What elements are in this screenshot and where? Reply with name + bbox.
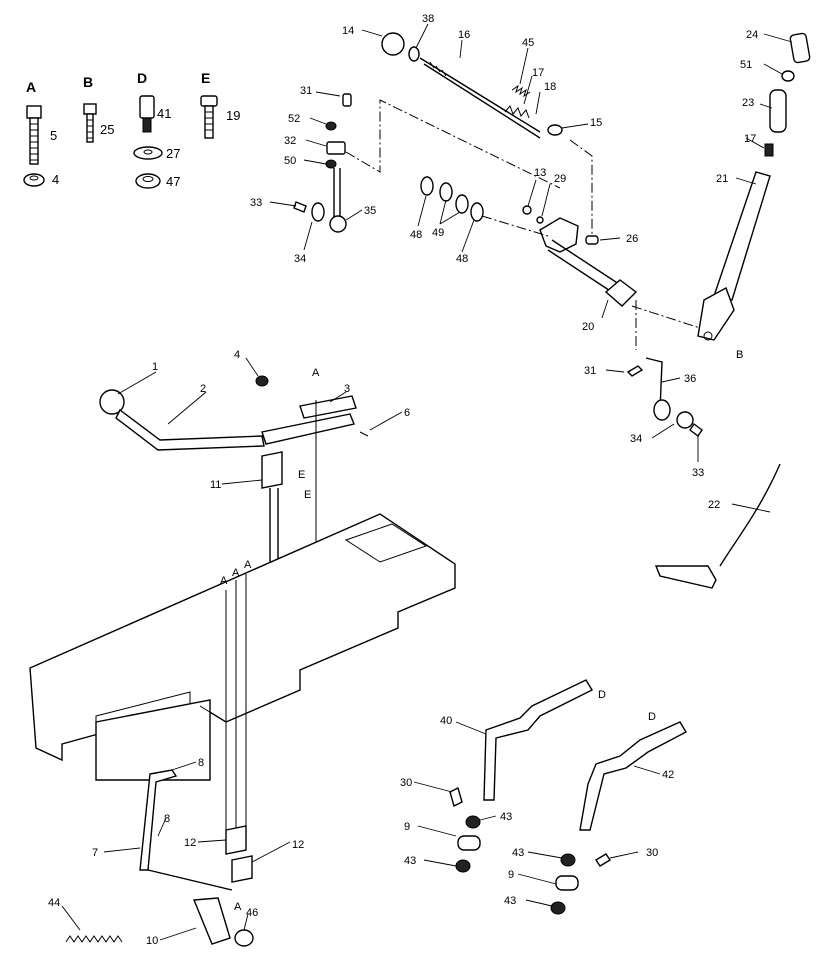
callout-17-top: 17 (532, 67, 544, 79)
callout-46: 46 (246, 907, 258, 919)
callout-18: 18 (544, 81, 556, 93)
callout-4: 4 (234, 349, 240, 361)
ref-e-lower: E (304, 489, 311, 501)
callout-7: 7 (92, 847, 98, 859)
key-letter-e: E (201, 70, 210, 86)
vertical-link-assembly (65, 574, 254, 947)
lower-lift-arms (449, 679, 687, 915)
key-b-top-number: 25 (100, 122, 114, 137)
callout-29: 29 (554, 173, 566, 185)
ref-d-left: D (598, 689, 606, 701)
rod-22 (654, 463, 781, 589)
callout-2: 2 (200, 383, 206, 395)
callout-labels: 14 38 16 45 17 18 15 24 51 23 17 21 31 5… (48, 13, 758, 947)
bolt-a-icon (26, 105, 42, 165)
callout-32: 32 (284, 135, 296, 147)
reference-letters: A B E E A A A A D D (220, 349, 743, 913)
callout-23: 23 (742, 97, 754, 109)
callout-30-right: 30 (646, 847, 658, 859)
key-letter-b: B (83, 74, 93, 90)
bolt-b-icon (83, 103, 97, 143)
callout-9-right: 9 (508, 869, 514, 881)
callout-43-b: 43 (404, 855, 416, 867)
bolt-e-icon (200, 95, 218, 139)
ref-e-upper: E (298, 469, 305, 481)
callout-12-left: 12 (184, 837, 196, 849)
callout-16: 16 (458, 29, 470, 41)
callout-17-right: 17 (744, 133, 756, 145)
callout-48-right: 48 (456, 253, 468, 265)
handle-knob-icon (99, 389, 125, 415)
callout-33-right: 33 (692, 467, 704, 479)
callout-26: 26 (626, 233, 638, 245)
callout-24: 24 (746, 29, 758, 41)
lift-handle-assembly (99, 375, 369, 451)
callout-20: 20 (582, 321, 594, 333)
lift-shaft-assembly (345, 32, 701, 350)
callout-13: 13 (534, 167, 546, 179)
callout-42: 42 (662, 769, 674, 781)
callout-51: 51 (740, 59, 752, 71)
callout-48-left: 48 (410, 229, 422, 241)
callout-10: 10 (146, 935, 158, 947)
right-lever-assembly (697, 32, 811, 341)
callout-30-left: 30 (400, 777, 412, 789)
callout-34-right: 34 (630, 433, 642, 445)
right-link-assembly (626, 357, 703, 438)
key-letter-a: A (26, 79, 36, 95)
key-a-top-number: 5 (50, 128, 57, 143)
callout-3: 3 (344, 383, 350, 395)
callout-34-left: 34 (294, 253, 306, 265)
key-e-top-number: 19 (226, 108, 240, 123)
left-link-assembly (293, 93, 352, 233)
ref-a-right: A (244, 559, 252, 571)
callout-35: 35 (364, 205, 376, 217)
callout-22: 22 (708, 499, 720, 511)
callout-12-right: 12 (292, 839, 304, 851)
ref-a-top: A (312, 367, 320, 379)
nut-a-icon (23, 173, 45, 187)
callout-40: 40 (440, 715, 452, 727)
callout-33-left: 33 (250, 197, 262, 209)
callout-43-c: 43 (512, 847, 524, 859)
frame (29, 513, 456, 781)
nut-d-icon (135, 173, 161, 189)
callout-15: 15 (590, 117, 602, 129)
callout-43-d: 43 (504, 895, 516, 907)
callout-38: 38 (422, 13, 434, 25)
callout-31-right: 31 (584, 365, 596, 377)
ref-a-middle: A (232, 567, 240, 579)
ref-a-bottom: A (234, 901, 242, 913)
callout-31-top: 31 (300, 85, 312, 97)
callout-36: 36 (684, 373, 696, 385)
callout-49: 49 (432, 227, 444, 239)
callout-44: 44 (48, 897, 60, 909)
key-letter-d: D (137, 70, 147, 86)
ref-d-right: D (648, 711, 656, 723)
callout-11: 11 (210, 479, 221, 491)
callout-50: 50 (284, 155, 296, 167)
key-d-top-number: 41 (157, 106, 171, 121)
ref-a-left: A (220, 575, 228, 587)
key-d-middle-number: 27 (166, 146, 180, 161)
key-d-bottom-number: 47 (166, 174, 180, 189)
callout-45: 45 (522, 37, 534, 49)
ref-b: B (736, 349, 743, 361)
leader-lines (61, 23, 793, 941)
callout-14: 14 (342, 25, 354, 37)
stud-d-icon (139, 95, 155, 133)
callout-1: 1 (152, 361, 158, 373)
callout-6: 6 (404, 407, 410, 419)
callout-21: 21 (716, 173, 728, 185)
callout-52: 52 (288, 113, 300, 125)
knob-14-icon (381, 32, 405, 56)
callout-8-mid: 8 (164, 813, 170, 825)
callout-8-top: 8 (198, 757, 204, 769)
hardware-key: A B D E 5 4 25 41 (23, 70, 240, 189)
washer-d-icon (133, 146, 163, 160)
callout-9-left: 9 (404, 821, 410, 833)
callout-43-a: 43 (500, 811, 512, 823)
key-a-bottom-number: 4 (52, 172, 59, 187)
